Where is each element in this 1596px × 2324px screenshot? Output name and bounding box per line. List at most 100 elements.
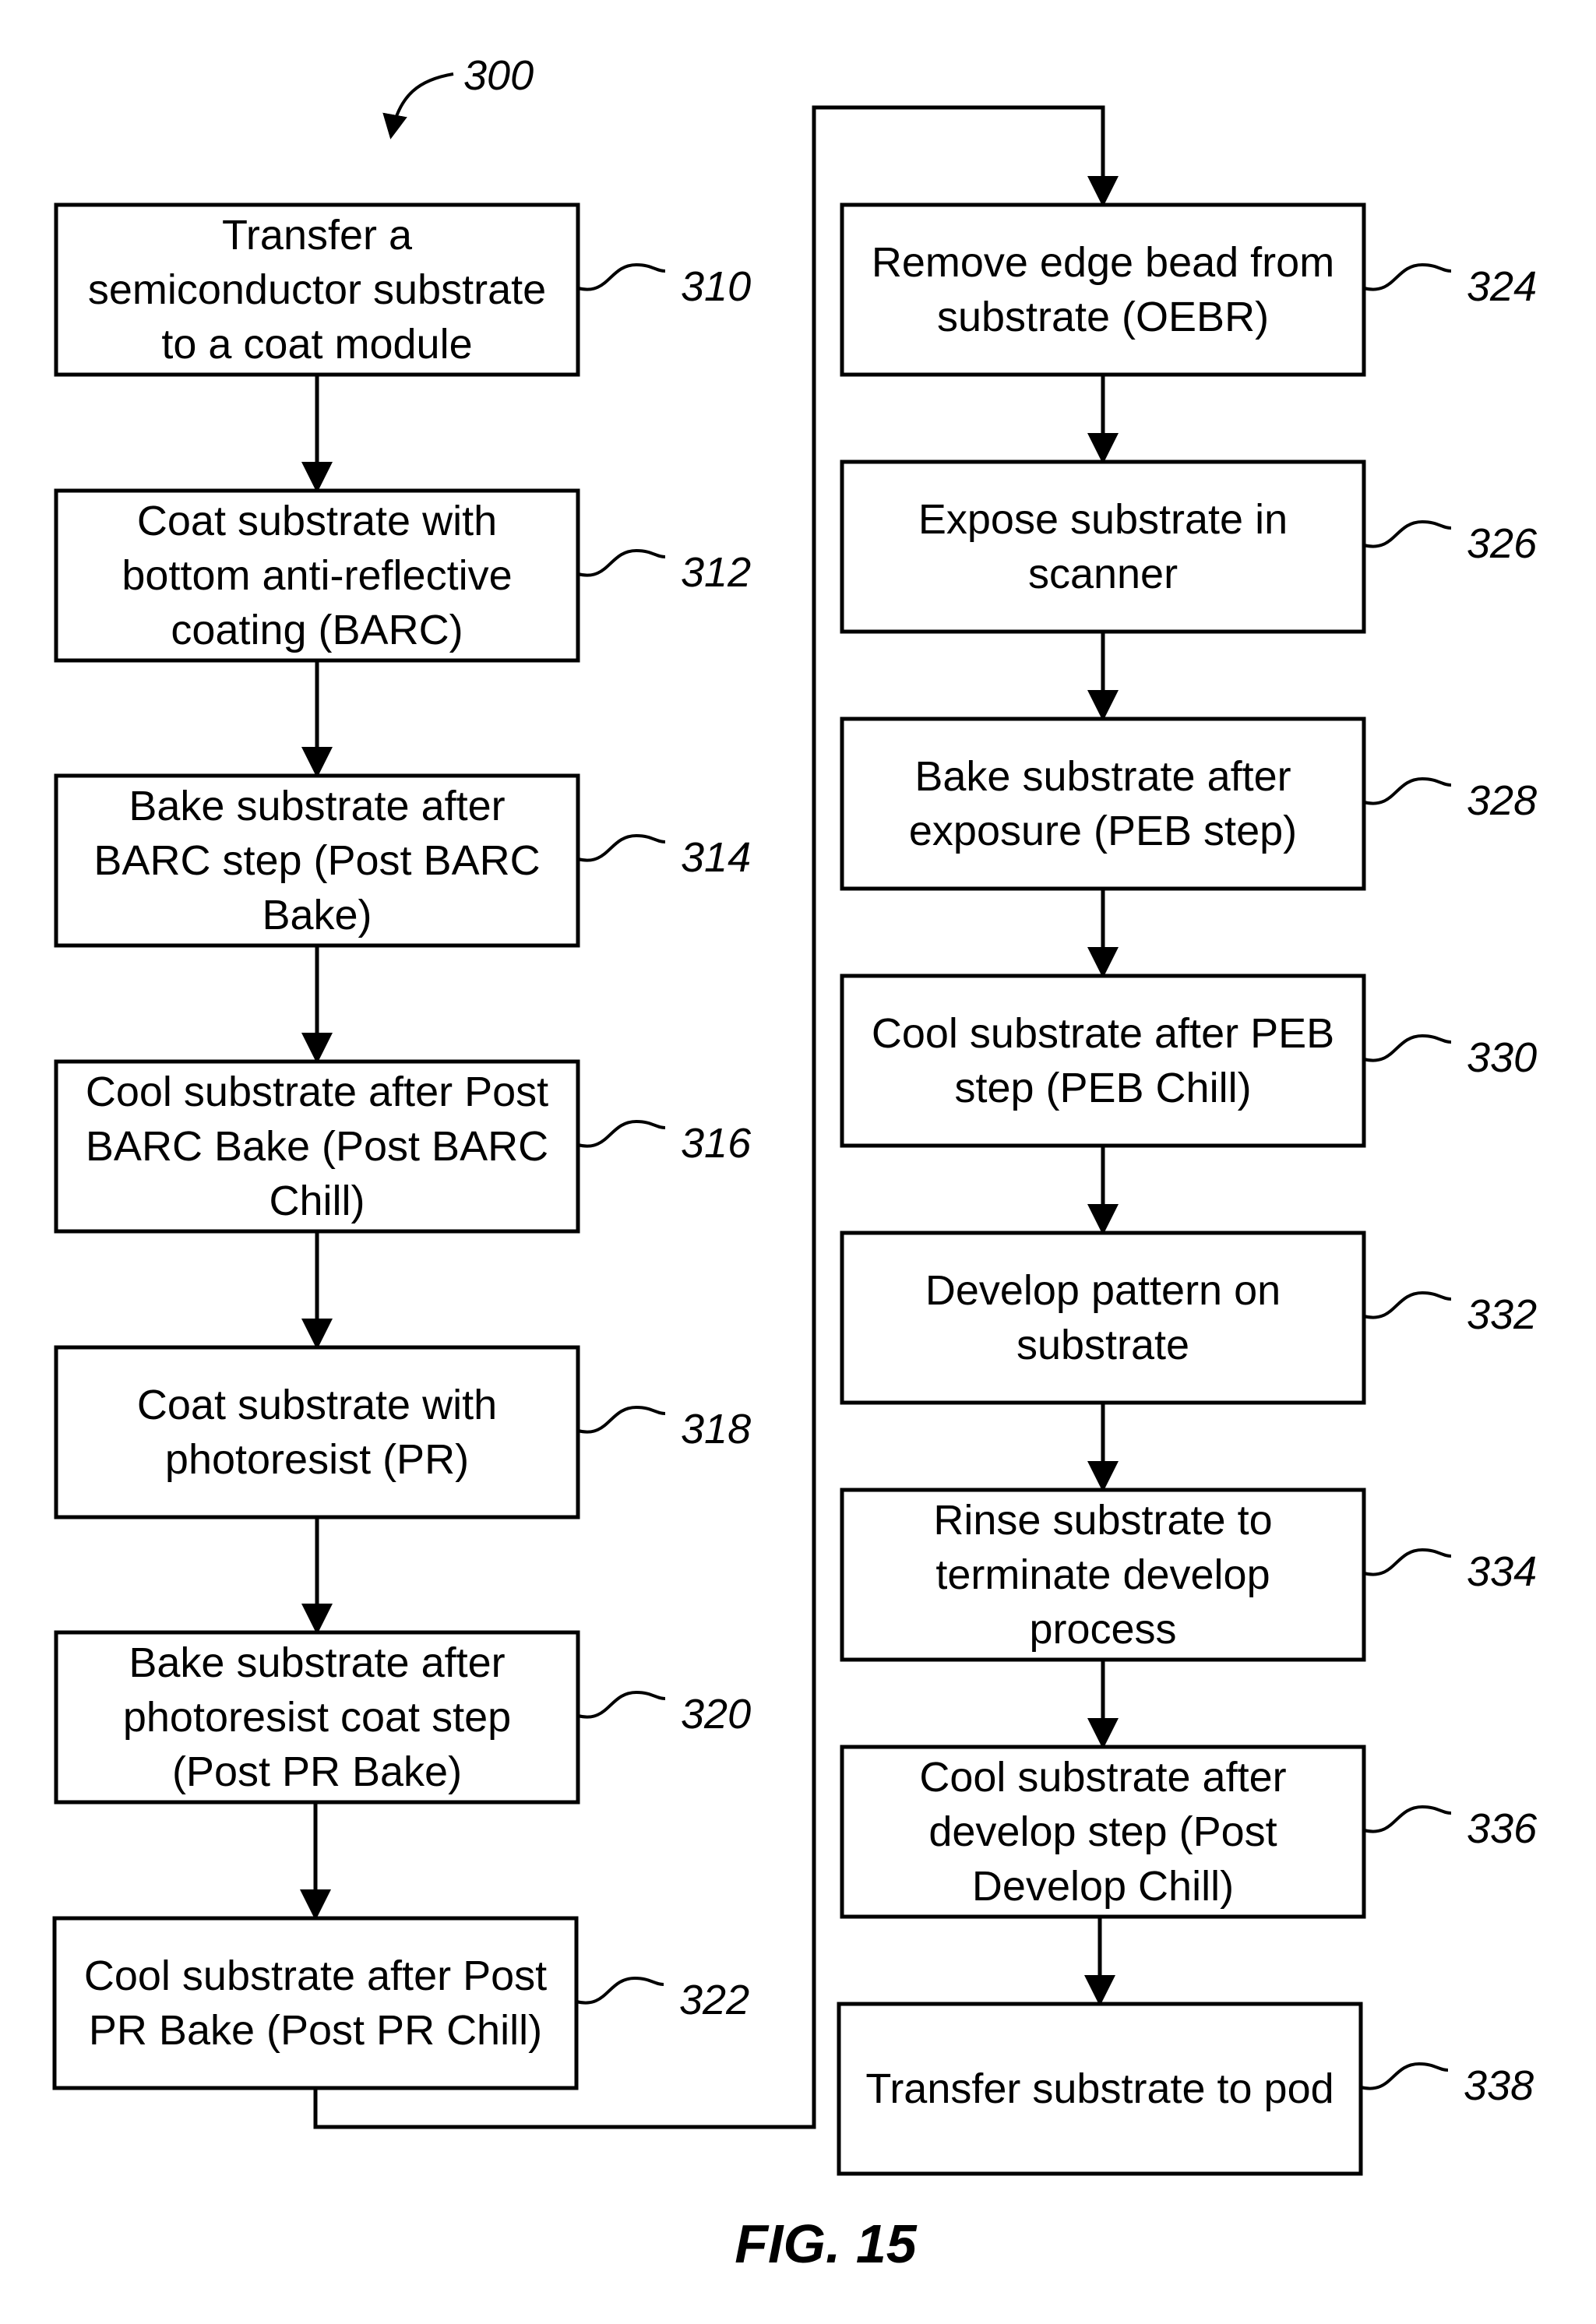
step-text-line: Bake substrate after — [129, 783, 505, 829]
step-ref-number: 336 — [1467, 1805, 1538, 1852]
reference-leader — [577, 1405, 666, 1434]
step-box — [837, 2002, 1363, 2176]
step-text-line: coating (BARC) — [171, 607, 463, 653]
step-text-line: to a coat module — [161, 321, 472, 368]
step-box — [52, 1916, 579, 2090]
figure-caption: FIG. 15 — [735, 2213, 917, 2274]
step-ref-number: 328 — [1467, 777, 1537, 824]
step-box — [840, 460, 1366, 634]
step-ref-number: 312 — [681, 549, 751, 596]
step-ref-number: 330 — [1467, 1034, 1537, 1081]
step-box — [54, 1345, 580, 1519]
step-text-line: Transfer a — [222, 212, 413, 259]
step-box — [840, 717, 1366, 891]
step-338: Transfer substrate to pod 338 — [837, 2002, 1534, 2176]
step-334: Rinse substrate to terminate develop proce… — [840, 1488, 1537, 1662]
step-ref-number: 322 — [679, 1977, 749, 2023]
reference-leader — [1363, 776, 1452, 805]
reference-leader — [1360, 2062, 1449, 2090]
step-ref-number: 334 — [1467, 1548, 1537, 1595]
figure-ref-group: 300 — [382, 52, 534, 139]
step-text-line: photoresist coat step — [123, 1694, 511, 1741]
step-ref-number: 332 — [1467, 1291, 1537, 1338]
step-text-line: Transfer substrate to pod — [865, 2065, 1334, 2112]
step-text-line: Develop Chill) — [972, 1863, 1234, 1910]
step-text-line: substrate — [1016, 1322, 1189, 1368]
figure-ref-arrow — [382, 72, 454, 139]
step-box — [54, 773, 580, 948]
step-312: Coat substrate with bottom anti-reflectiv… — [54, 488, 751, 663]
step-text-line: semiconductor substrate — [88, 266, 546, 313]
reference-leader — [577, 1690, 666, 1719]
step-text-line: exposure (PEB step) — [909, 808, 1297, 854]
step-ref-number: 314 — [681, 834, 751, 881]
column-transfer-connector — [313, 105, 1119, 2129]
step-box — [840, 1231, 1366, 1405]
step-text-line: Bake) — [262, 892, 372, 938]
step-text-line: Bake substrate after — [129, 1639, 505, 1686]
step-text-line: scanner — [1028, 551, 1178, 597]
step-text-line: Chill) — [269, 1178, 365, 1224]
step-box — [840, 974, 1366, 1148]
step-328: Bake substrate after exposure (PEB step) 3… — [840, 717, 1537, 891]
step-ref-number: 318 — [681, 1406, 751, 1452]
step-text-line: step (PEB Chill) — [954, 1065, 1251, 1111]
step-text-line: Remove edge bead from — [872, 239, 1334, 286]
step-322: Cool substrate after Post PR Bake (Post P… — [52, 1916, 749, 2090]
step-text-line: (Post PR Bake) — [172, 1748, 462, 1795]
connectors — [300, 105, 1119, 2129]
steps: Transfer a semiconductor substrate to a co… — [52, 202, 1538, 2176]
step-332: Develop pattern on substrate 332 — [840, 1231, 1537, 1405]
step-320: Bake substrate after photoresist coat ste… — [54, 1630, 751, 1805]
reference-leader — [1363, 1033, 1452, 1062]
step-text-line: photoresist (PR) — [165, 1436, 469, 1483]
step-text-line: Cool substrate after Post — [86, 1069, 548, 1115]
reference-leader — [1363, 519, 1452, 548]
reference-leader — [577, 262, 666, 291]
step-text-line: Bake substrate after — [914, 753, 1291, 800]
reference-leader — [576, 1976, 664, 2005]
step-text-line: Coat substrate with — [137, 498, 497, 544]
step-text-line: Cool substrate after PEB — [872, 1010, 1334, 1057]
reference-leader — [1363, 1805, 1452, 1833]
step-box — [840, 1745, 1366, 1919]
reference-leader — [577, 1119, 666, 1148]
step-text-line: bottom anti-reflective — [122, 552, 512, 599]
step-text-line: Expose substrate in — [918, 496, 1288, 543]
step-ref-number: 324 — [1467, 263, 1537, 310]
step-ref-number: 326 — [1467, 520, 1538, 567]
reference-leader — [577, 833, 666, 862]
step-318: Coat substrate with photoresist (PR) 318 — [54, 1345, 751, 1519]
step-text-line: BARC step (Post BARC — [93, 837, 540, 884]
step-336: Cool substrate after develop step (PostDe… — [840, 1745, 1538, 1919]
step-text-line: PR Bake (Post PR Chill) — [89, 2007, 542, 2054]
step-ref-number: 338 — [1464, 2062, 1534, 2109]
step-text-line: Coat substrate with — [137, 1382, 497, 1428]
step-ref-number: 316 — [681, 1120, 752, 1167]
reference-leader — [577, 548, 666, 577]
step-text-line: BARC Bake (Post BARC — [86, 1123, 548, 1170]
step-text-line: terminate develop — [935, 1551, 1270, 1598]
reference-leader — [1363, 1291, 1452, 1319]
step-330: Cool substrate after PEB step (PEB Chill)… — [840, 974, 1537, 1148]
figure-ref-number: 300 — [463, 52, 534, 99]
reference-leader — [1363, 1548, 1452, 1576]
step-text-line: process — [1029, 1606, 1176, 1653]
step-324: Remove edge bead from substrate (OEBR) 324 — [840, 202, 1537, 377]
step-326: Expose substrate in scanner 326 — [840, 460, 1538, 634]
step-text-line: Rinse substrate to — [933, 1497, 1272, 1544]
step-text-line: Cool substrate after — [919, 1754, 1286, 1801]
step-text-line: develop step (Post — [928, 1808, 1277, 1855]
step-ref-number: 310 — [681, 263, 751, 310]
step-box — [840, 202, 1366, 377]
step-text-line: substrate (OEBR) — [937, 294, 1269, 340]
step-ref-number: 320 — [681, 1691, 751, 1738]
step-text-line: Cool substrate after Post — [84, 1953, 547, 1999]
step-310: Transfer a semiconductor substrate to a co… — [54, 202, 751, 377]
step-text-line: Develop pattern on — [925, 1267, 1281, 1314]
reference-leader — [1363, 262, 1452, 291]
step-box — [840, 1488, 1366, 1662]
